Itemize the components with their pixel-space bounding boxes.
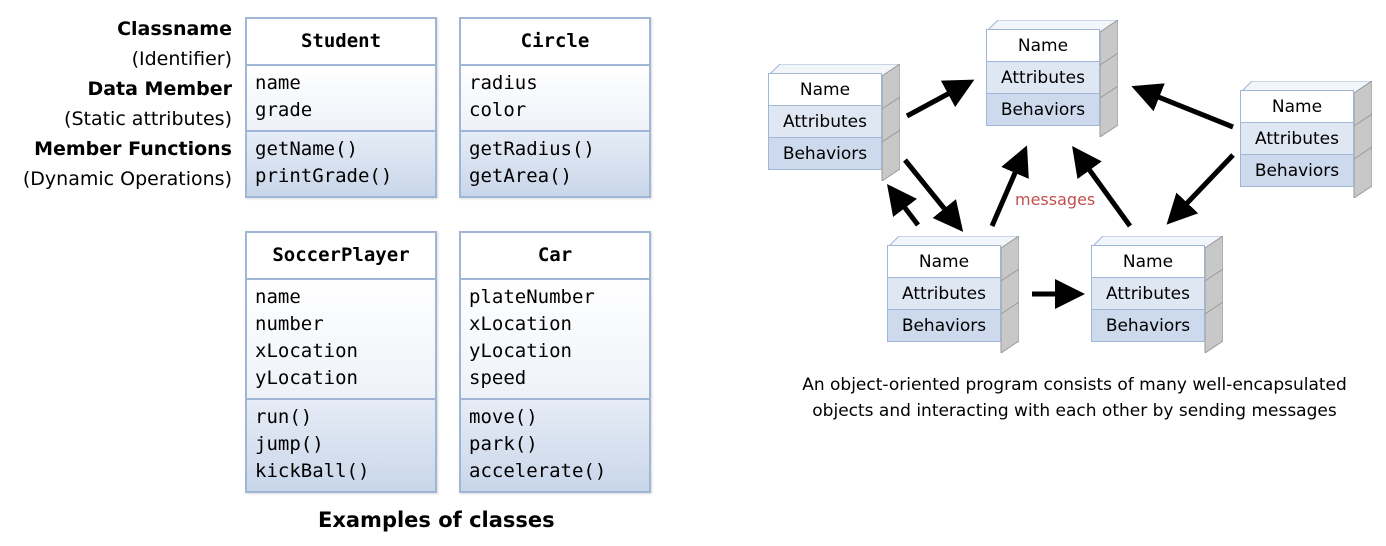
arrow-right-to-top bbox=[1131, 83, 1234, 130]
attribute: color bbox=[469, 99, 527, 121]
cube-side-face bbox=[1099, 20, 1118, 137]
attribute: grade bbox=[255, 99, 313, 121]
arrow-right-to-bottomright bbox=[1166, 153, 1235, 225]
arrow-bottomright-to-top bbox=[1072, 145, 1133, 228]
classes-caption: Examples of classes bbox=[318, 508, 555, 532]
objects-caption: An object-oriented program consists of m… bbox=[782, 372, 1367, 424]
attribute: yLocation bbox=[469, 340, 572, 362]
arrow-left-to-top bbox=[905, 79, 975, 119]
legend-static-attributes: (Static attributes) bbox=[64, 108, 232, 130]
object-attributes: Attributes bbox=[768, 105, 882, 138]
cube-front: Name Attributes Behaviors bbox=[1091, 245, 1205, 351]
attribute: name bbox=[255, 286, 301, 308]
messages-label: messages bbox=[1015, 190, 1096, 209]
class-box-student: Student name grade getName() printGrade(… bbox=[245, 17, 437, 198]
class-functions: getRadius() getArea() bbox=[461, 132, 649, 196]
class-box-soccerplayer: SoccerPlayer name number xLocation yLoca… bbox=[245, 231, 437, 493]
cube-front: Name Attributes Behaviors bbox=[887, 245, 1001, 351]
legend-identifier: (Identifier) bbox=[131, 48, 232, 70]
class-box-circle: Circle radius color getRadius() getArea(… bbox=[459, 17, 651, 198]
object-attributes: Attributes bbox=[1240, 122, 1354, 155]
object-name: Name bbox=[986, 29, 1100, 62]
class-functions: run() jump() kickBall() bbox=[247, 400, 435, 491]
object-attributes: Attributes bbox=[887, 277, 1001, 310]
function: kickBall() bbox=[255, 460, 370, 482]
function: jump() bbox=[255, 433, 324, 455]
attribute: radius bbox=[469, 72, 538, 94]
arrow-bottomleft-to-top bbox=[989, 145, 1029, 227]
attribute: yLocation bbox=[255, 367, 358, 389]
object-attributes: Attributes bbox=[1091, 277, 1205, 310]
attribute: xLocation bbox=[255, 340, 358, 362]
class-functions: getName() printGrade() bbox=[247, 132, 435, 196]
function: getName() bbox=[255, 138, 358, 160]
function: move() bbox=[469, 406, 538, 428]
object-behaviors: Behaviors bbox=[887, 309, 1001, 342]
attribute: plateNumber bbox=[469, 286, 595, 308]
attribute: number bbox=[255, 313, 324, 335]
object-cube-bottom-right: Name Attributes Behaviors bbox=[1091, 236, 1223, 353]
function: getRadius() bbox=[469, 138, 595, 160]
object-behaviors: Behaviors bbox=[1240, 154, 1354, 187]
object-name: Name bbox=[768, 73, 882, 106]
object-name: Name bbox=[1240, 90, 1354, 123]
arrow-left-to-bottomleft bbox=[903, 158, 964, 232]
cube-side-face bbox=[1000, 236, 1019, 353]
class-name: Student bbox=[247, 19, 435, 66]
attribute: speed bbox=[469, 367, 527, 389]
cube-side-face bbox=[881, 64, 900, 181]
legend-member-functions: Member Functions bbox=[34, 138, 232, 160]
object-behaviors: Behaviors bbox=[986, 93, 1100, 126]
attribute: xLocation bbox=[469, 313, 572, 335]
objects-caption-line1: An object-oriented program consists of m… bbox=[802, 375, 1347, 395]
object-cube-right: Name Attributes Behaviors bbox=[1240, 81, 1372, 198]
cube-side-face bbox=[1353, 81, 1372, 198]
class-box-car: Car plateNumber xLocation yLocation spee… bbox=[459, 231, 651, 493]
object-cube-bottom-left: Name Attributes Behaviors bbox=[887, 236, 1019, 353]
function: park() bbox=[469, 433, 538, 455]
class-attributes: name grade bbox=[247, 66, 435, 132]
cube-front: Name Attributes Behaviors bbox=[1240, 90, 1354, 196]
class-legend: Classname (Identifier) Data Member (Stat… bbox=[0, 14, 232, 194]
class-name: SoccerPlayer bbox=[247, 233, 435, 280]
class-attributes: radius color bbox=[461, 66, 649, 132]
class-attributes: plateNumber xLocation yLocation speed bbox=[461, 280, 649, 400]
object-behaviors: Behaviors bbox=[1091, 309, 1205, 342]
cube-side-face bbox=[1204, 236, 1223, 353]
object-cube-top: Name Attributes Behaviors bbox=[986, 20, 1118, 137]
function: printGrade() bbox=[255, 165, 393, 187]
objects-caption-line2: objects and interacting with each other … bbox=[812, 401, 1337, 421]
object-cube-left: Name Attributes Behaviors bbox=[768, 64, 900, 181]
legend-data-member: Data Member bbox=[87, 78, 232, 100]
attribute: name bbox=[255, 72, 301, 94]
function: accelerate() bbox=[469, 460, 607, 482]
class-functions: move() park() accelerate() bbox=[461, 400, 649, 491]
legend-classname: Classname bbox=[117, 18, 232, 40]
class-name: Circle bbox=[461, 19, 649, 66]
object-name: Name bbox=[887, 245, 1001, 278]
object-behaviors: Behaviors bbox=[768, 137, 882, 170]
function: run() bbox=[255, 406, 313, 428]
arrow-bottomleft-to-left bbox=[886, 184, 920, 227]
class-name: Car bbox=[461, 233, 649, 280]
object-name: Name bbox=[1091, 245, 1205, 278]
class-attributes: name number xLocation yLocation bbox=[247, 280, 435, 400]
cube-front: Name Attributes Behaviors bbox=[768, 73, 882, 179]
object-attributes: Attributes bbox=[986, 61, 1100, 94]
cube-front: Name Attributes Behaviors bbox=[986, 29, 1100, 135]
legend-dynamic-operations: (Dynamic Operations) bbox=[22, 168, 232, 190]
function: getArea() bbox=[469, 165, 572, 187]
